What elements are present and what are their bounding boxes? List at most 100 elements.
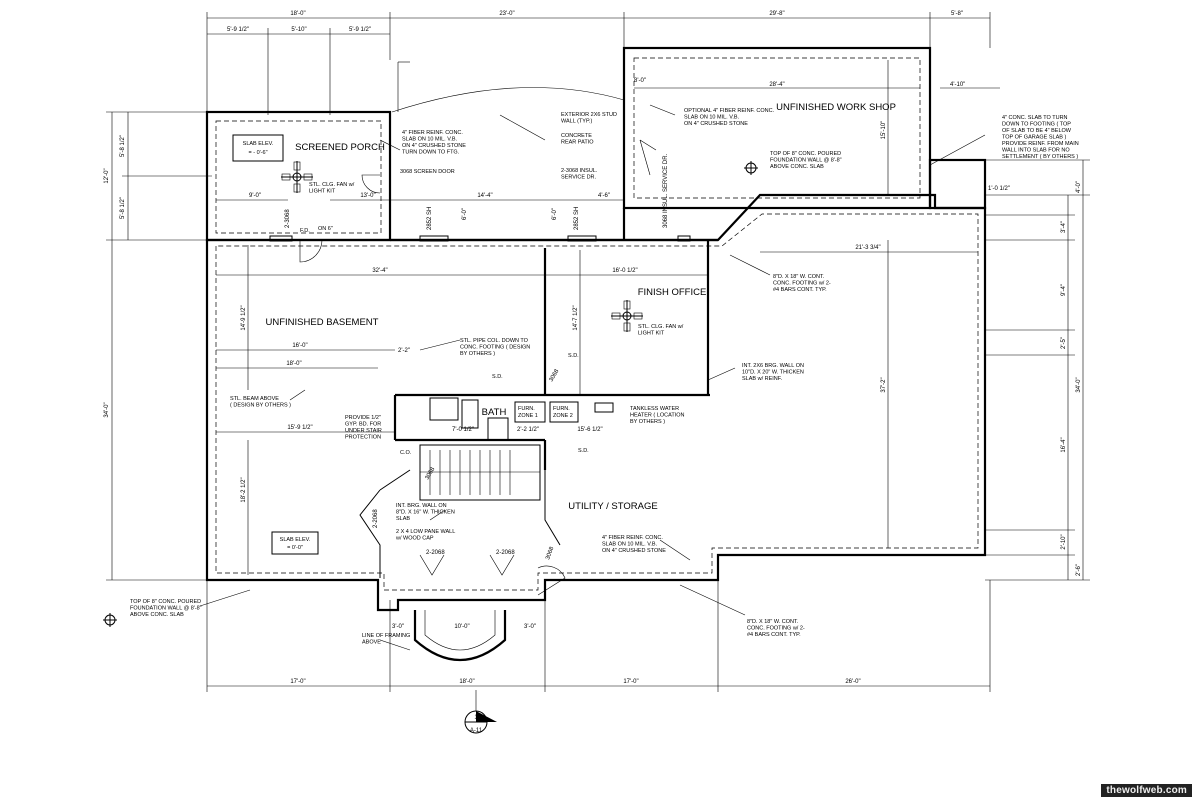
note-steel-beam: STL. BEAM ABOVE( DESIGN BY OTHERS )	[230, 396, 291, 409]
dim-left-3: 5'-8 1/2"	[120, 197, 126, 219]
dim-right-10: 2'-6"	[1076, 564, 1082, 576]
note-footing-bottom: 8"D. X 18" W. CONT.CONC. FOOTING w/ 2-#4…	[747, 619, 805, 638]
dim-bottom-1: 17'-0"	[290, 679, 305, 685]
furn2-line2: ZONE 2	[553, 413, 573, 419]
dim-int-20: 8'-0"	[634, 78, 646, 84]
dim-left-6: 18'-2 1/2"	[241, 477, 247, 502]
dim-int-2: 16'-0 1/2"	[612, 268, 637, 274]
dim-int-7: 37'-2"	[881, 377, 887, 392]
dim-int-13: 2'-2 1/2"	[517, 427, 539, 433]
door-label-4: 2-2068	[373, 509, 379, 528]
room-bath: BATH	[482, 407, 507, 418]
furnace-zone-2: FURN. ZONE 2	[553, 406, 573, 419]
dim-int-21: 6'-0"	[462, 208, 468, 220]
door-label-2: 2-2068	[426, 550, 445, 556]
room-workshop: UNFINISHED WORK SHOP	[776, 102, 896, 113]
dim-right-8: 16'-4"	[1061, 437, 1067, 452]
doors-windows: 2-3068 2852 SH 2852 SH 3068 INSUL. SERVI…	[269, 139, 691, 596]
note-ws-slab: OPTIONAL 4" FIBER REINF. CONC.SLAB ON 10…	[684, 108, 775, 127]
note-util-slab: 4" FIBER REINF. CONC.SLAB ON 10 MIL. V.B…	[602, 535, 666, 554]
room-office: FINISH OFFICE	[638, 287, 707, 298]
dim-int-8: 16'-0"	[292, 343, 307, 349]
dim-int-5: 21'-3 3/4"	[855, 245, 880, 251]
dim-int-15: 10'-0"	[454, 624, 469, 630]
dim-right-4: 3'-4"	[1061, 221, 1067, 233]
dim-right-6: 34'-0"	[1076, 377, 1082, 392]
dim-top-inner-3: 5'-9 1/2"	[349, 27, 371, 33]
dim-left-5: 34'-0"	[104, 402, 110, 417]
window-label-1: 2852 SH	[427, 207, 433, 230]
furn1-line1: FURN.	[518, 406, 535, 412]
slab-elev-porch: SLAB ELEV. = - 0'-6"	[232, 134, 284, 162]
ceiling-fan-porch-icon	[281, 161, 313, 193]
svg-text:SLAB ELEV.: SLAB ELEV.	[280, 537, 311, 543]
svg-text:= 0'-0": = 0'-0"	[287, 545, 303, 551]
leader-lines	[199, 104, 986, 651]
dim-bottom-2: 18'-0"	[459, 679, 474, 685]
dim-int-17: 3'-0"	[524, 624, 536, 630]
symbol-label-sd-0: S.D.	[568, 353, 579, 359]
section-sheet: A-11	[470, 728, 483, 734]
dim-int-16: 3'-0"	[392, 624, 404, 630]
dim-right-2: 15'-10"	[881, 121, 887, 140]
room-labels: SCREENED PORCH UNFINISHED WORK SHOP UNFI…	[266, 102, 896, 512]
dim-int-19: 13'-0"	[360, 193, 375, 199]
room-basement: UNFINISHED BASEMENT	[266, 317, 379, 328]
dim-int-3: 14'-4"	[477, 193, 492, 199]
room-screened-porch: SCREENED PORCH	[295, 142, 385, 153]
dim-int-18: 9'-0"	[249, 193, 261, 199]
section-marker: 1 A-11	[464, 690, 497, 734]
dim-right-1: 4'-10"	[950, 82, 965, 88]
symbol-label-fd-4: F.D.	[300, 228, 310, 234]
dim-right-7: 2'-5"	[1061, 337, 1067, 349]
door-label-5: 3068	[545, 545, 555, 560]
dim-left-4: 14'-9 1/2"	[241, 305, 247, 330]
dim-int-14: 14'-7 1/2"	[573, 305, 579, 330]
svg-text:= - 0'-6": = - 0'-6"	[248, 150, 267, 156]
dim-left-2: 12'-0"	[104, 168, 110, 183]
door-label-3: 2-2068	[496, 550, 515, 556]
dim-int-24: 1'-0 1/2"	[988, 186, 1010, 192]
dim-right-9: 2'-10"	[1061, 534, 1067, 549]
door-label-6: 3068	[549, 368, 561, 383]
symbol-label-sd-1: S.D.	[492, 374, 503, 380]
floor-drain-icon	[103, 161, 758, 627]
door-label-svc: 3068 INSUL. SERVICE DR.	[663, 153, 669, 228]
interior-dimensions: 32'-4" 16'-0 1/2" 14'-4" 4'-6" 21'-3 3/4…	[216, 78, 1010, 630]
dim-top-2: 23'-0"	[499, 11, 514, 17]
dim-top-1: 18'-0"	[290, 11, 305, 17]
top-dimension-string: 18'-0" 23'-0" 29'-8" 5'-8" 5'-9 1/2" 5'-…	[206, 11, 991, 115]
dim-bottom-4: 26'-0"	[845, 679, 860, 685]
ceiling-fan-office-icon	[611, 300, 643, 332]
dim-int-22: 6'-0"	[552, 208, 558, 220]
svg-text:SLAB ELEV.: SLAB ELEV.	[243, 141, 274, 147]
dim-top-inner-2: 5'-10"	[291, 27, 306, 33]
dim-bottom-3: 17'-0"	[623, 679, 638, 685]
door-label-1: 2-3068	[285, 209, 291, 228]
notes: 4" FIBER REINF. CONC.SLAB ON 10 MIL. V.B…	[130, 108, 1079, 646]
room-utility: UTILITY / STORAGE	[568, 501, 657, 512]
dim-int-6: 28'-4"	[769, 82, 784, 88]
door-label-7: 3068	[425, 466, 437, 481]
symbol-label-co-3: C.O.	[400, 450, 412, 456]
furnace-zone-1: FURN. ZONE 1	[518, 406, 538, 419]
note-fan-office: STL. CLG. FAN w/LIGHT KIT	[638, 324, 684, 337]
furn2-line1: FURN.	[553, 406, 570, 412]
dim-int-12: 15'-6 1/2"	[577, 427, 602, 433]
interior-walls	[359, 248, 710, 661]
dim-left-1: 5'-8 1/2"	[120, 135, 126, 157]
dim-int-11: 7'-0 1/2"	[452, 427, 474, 433]
dim-right-3: 4'-0"	[1076, 181, 1082, 193]
exterior-walls	[205, 46, 987, 612]
